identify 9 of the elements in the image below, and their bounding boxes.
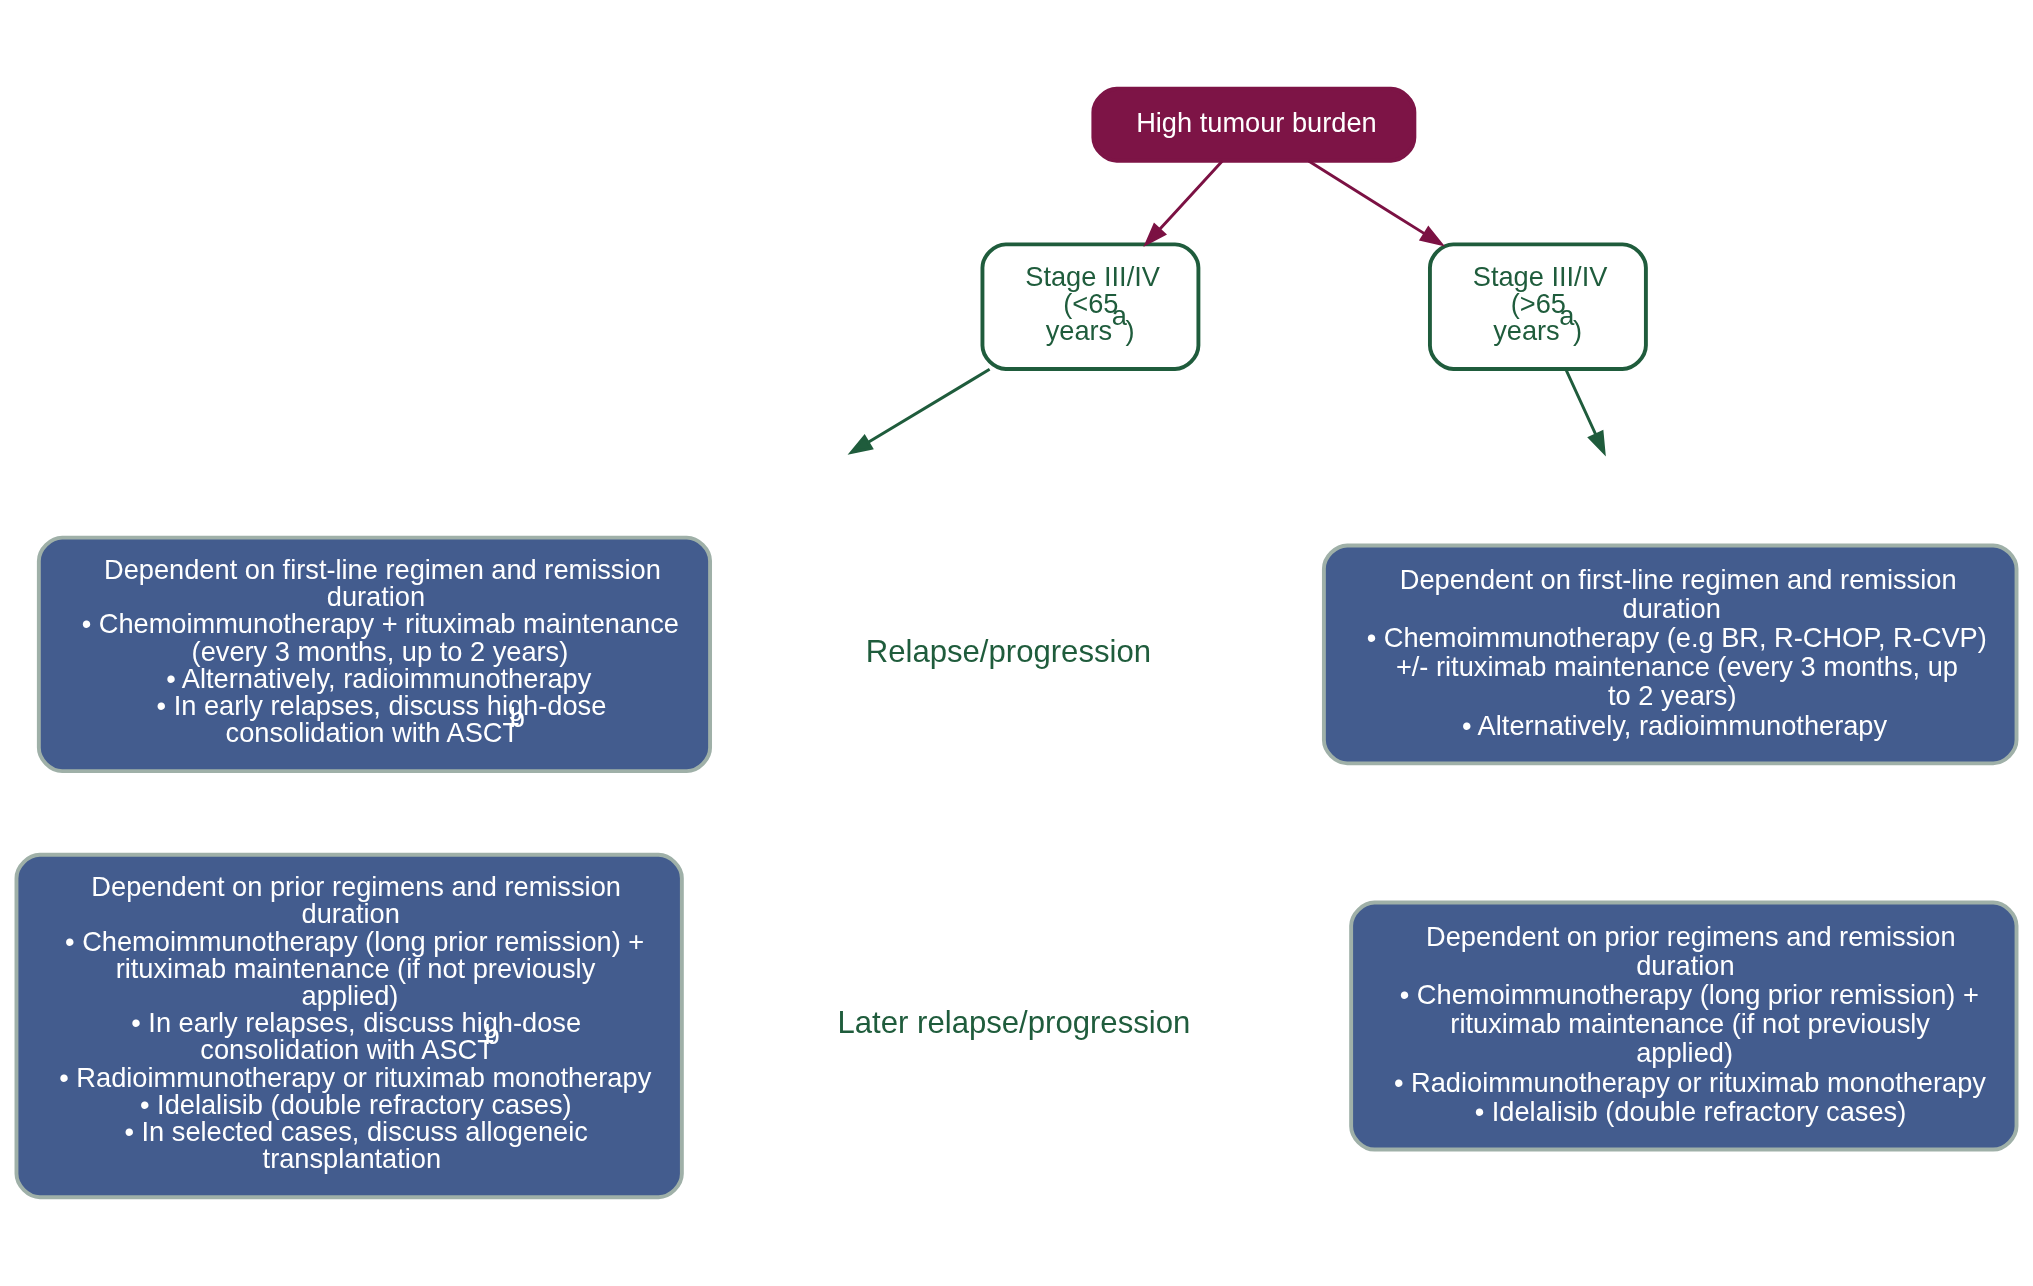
label: Relapse/progression xyxy=(865,633,1152,669)
arrow xyxy=(847,368,991,455)
node-box: High tumour burden xyxy=(1091,86,1417,163)
node-box: Dependent on first-line regimen and remission duration • Chemoimmunotherapy (e.g BR, R-CHOP, R-CVP) +/- rituximab maintenance (every 3 months, up to 2 years) • Alternatively, radioimmunotherapy xyxy=(1321,543,2019,766)
node-box: Dependent on prior regimens and remission duration • Chemoimmunotherapy (long prior remission) + rituximab maintenance (if not previously applied) • Radioimmunotherapy or rituximab monotherapy • Idelalisib (double refractory cases) xyxy=(1349,900,2019,1152)
arrow xyxy=(1143,160,1224,248)
arrow xyxy=(1564,369,1606,457)
arrow xyxy=(1307,159,1446,247)
label: Later relapse/progression xyxy=(837,1005,1191,1041)
